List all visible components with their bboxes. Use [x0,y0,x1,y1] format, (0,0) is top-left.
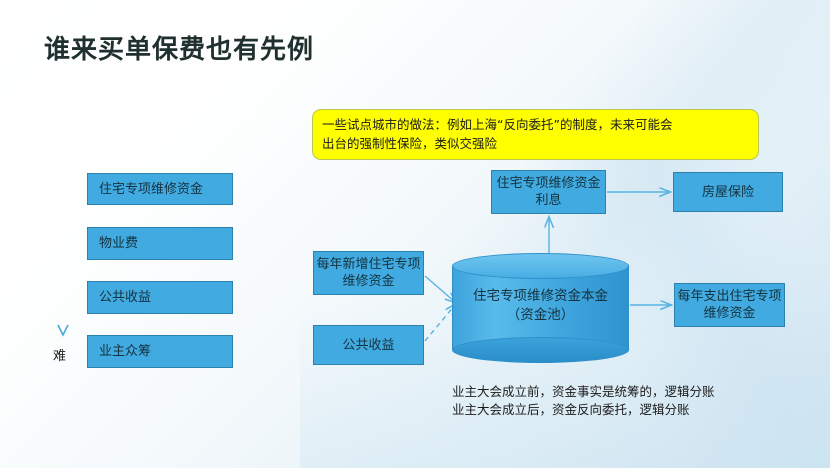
difficulty-label: 难 [53,349,67,364]
inflow-label: 公共收益 [342,337,395,353]
callout-line-2: 出台的强制性保险，类似交强险 [322,136,498,151]
connector-annual-add-to-pool [424,275,455,302]
fund-pool-cylinder[interactable]: 住宅专项维修资金本金 （资金池） [452,253,629,363]
inflow-box-public-income[interactable]: 公共收益 [313,325,424,365]
funding-source-label: 公共收益 [99,290,152,305]
inflow-box-annual-new-maintenance-fund[interactable]: 每年新增住宅专项维修资金 [313,251,424,295]
outflow-box-annual-maintenance-spend[interactable]: 每年支出住宅专项维修资金 [674,283,785,327]
interest-label: 住宅专项维修资金利息 [496,176,601,208]
bottom-note-line-1: 业主大会成立前，资金事实是统筹的，逻辑分账 [452,384,715,399]
callout-note: 一些试点城市的做法：例如上海“反向委托”的制度，未来可能会 出台的强制性保险，类… [312,109,759,160]
bottom-note: 业主大会成立前，资金事实是统筹的，逻辑分账 业主大会成立后，资金反向委托，逻辑分… [452,383,715,419]
inflow-label: 每年新增住宅专项维修资金 [316,257,421,289]
connector-public-income-to-pool [424,305,455,342]
funding-source-box-maintenance-fund[interactable]: 住宅专项维修资金 [87,173,233,205]
outflow-box-maintenance-fund-interest[interactable]: 住宅专项维修资金利息 [491,170,606,214]
bottom-note-line-2: 业主大会成立后，资金反向委托，逻辑分账 [452,402,690,417]
page-title: 谁来买单保费也有先例 [44,35,315,65]
annual-outflow-label: 每年支出住宅专项维修资金 [677,289,782,321]
outcome-box-housing-insurance[interactable]: 房屋保险 [673,172,783,212]
cylinder-bottom-ellipse [452,337,629,363]
fund-pool-label-line-2: （资金池） [506,307,575,323]
insurance-label: 房屋保险 [701,184,754,200]
funding-source-box-property-fee[interactable]: 物业费 [87,227,233,260]
funding-source-label: 业主众筹 [99,344,152,359]
funding-source-label: 物业费 [99,236,139,251]
fund-pool-label: 住宅专项维修资金本金 （资金池） [452,287,629,325]
funding-source-label: 住宅专项维修资金 [99,181,204,197]
fund-pool-label-line-1: 住宅专项维修资金本金 [473,288,608,304]
difficulty-down-arrow-icon [57,172,69,337]
funding-source-box-public-income[interactable]: 公共收益 [87,281,233,314]
cylinder-top-ellipse [452,253,629,279]
cylinder-body [452,266,629,350]
funding-source-box-owner-crowdfunding[interactable]: 业主众筹 [87,335,233,368]
callout-line-1: 一些试点城市的做法：例如上海“反向委托”的制度，未来可能会 [322,117,673,132]
